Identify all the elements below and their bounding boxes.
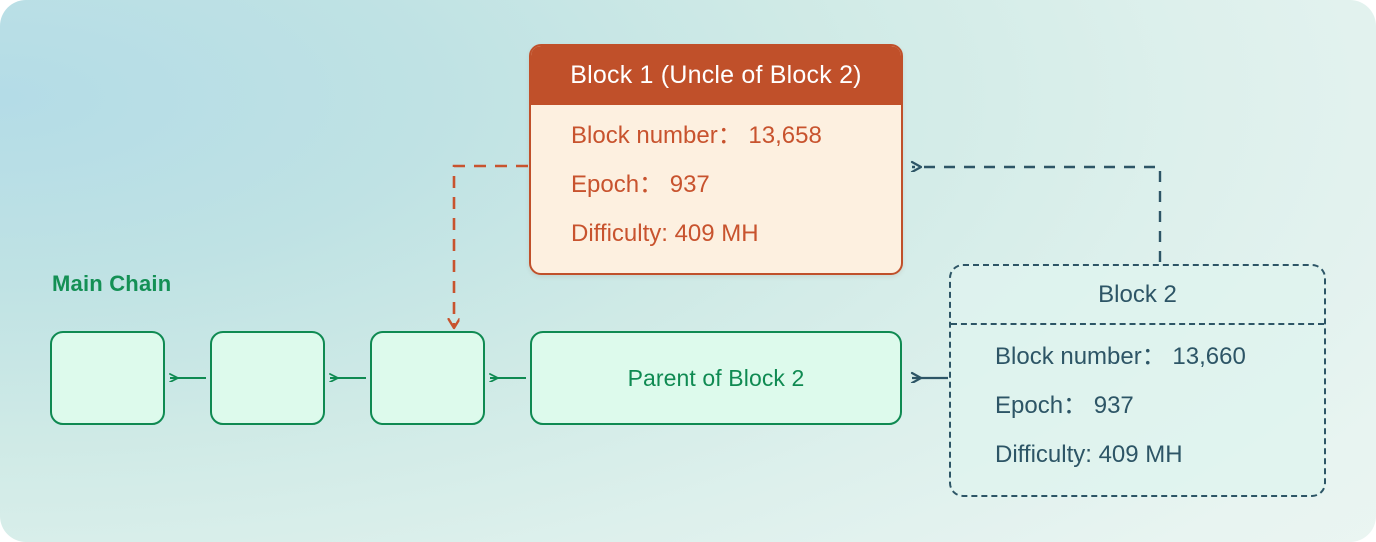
main-chain-label: Main Chain — [52, 271, 172, 296]
block2-epoch-row: Epoch： 937 — [995, 392, 1134, 419]
uncle-block-number-row: Block number： 13,658 — [571, 122, 822, 149]
block2-card[interactable]: Block 2 Block number： 13,660 Epoch： 937 … — [949, 264, 1326, 497]
parent-of-block2-node[interactable]: Parent of Block 2 — [530, 331, 902, 425]
uncle-block-card[interactable]: Block 1 (Uncle of Block 2) Block number：… — [529, 44, 903, 275]
connector-uncle-to-chain — [454, 164, 528, 328]
uncle-block-header: Block 1 (Uncle of Block 2) — [531, 46, 901, 105]
chain-block-1[interactable] — [50, 331, 165, 425]
block2-block-number-row: Block number： 13,660 — [995, 343, 1246, 370]
uncle-epoch-row: Epoch： 937 — [571, 171, 710, 198]
connector-block2-to-uncle — [912, 167, 1162, 262]
uncle-block-body: Block number： 13,658 Epoch： 937 Difficul… — [531, 105, 901, 260]
parent-of-block2-label: Parent of Block 2 — [627, 364, 805, 391]
chain-block-3[interactable] — [370, 331, 485, 425]
chain-block-2[interactable] — [210, 331, 325, 425]
uncle-difficulty-row: Difficulty: 409 MH — [571, 220, 759, 247]
block2-header: Block 2 — [951, 266, 1324, 325]
block2-body: Block number： 13,660 Epoch： 937 Difficul… — [951, 325, 1324, 481]
block2-difficulty-row: Difficulty: 409 MH — [995, 441, 1183, 468]
